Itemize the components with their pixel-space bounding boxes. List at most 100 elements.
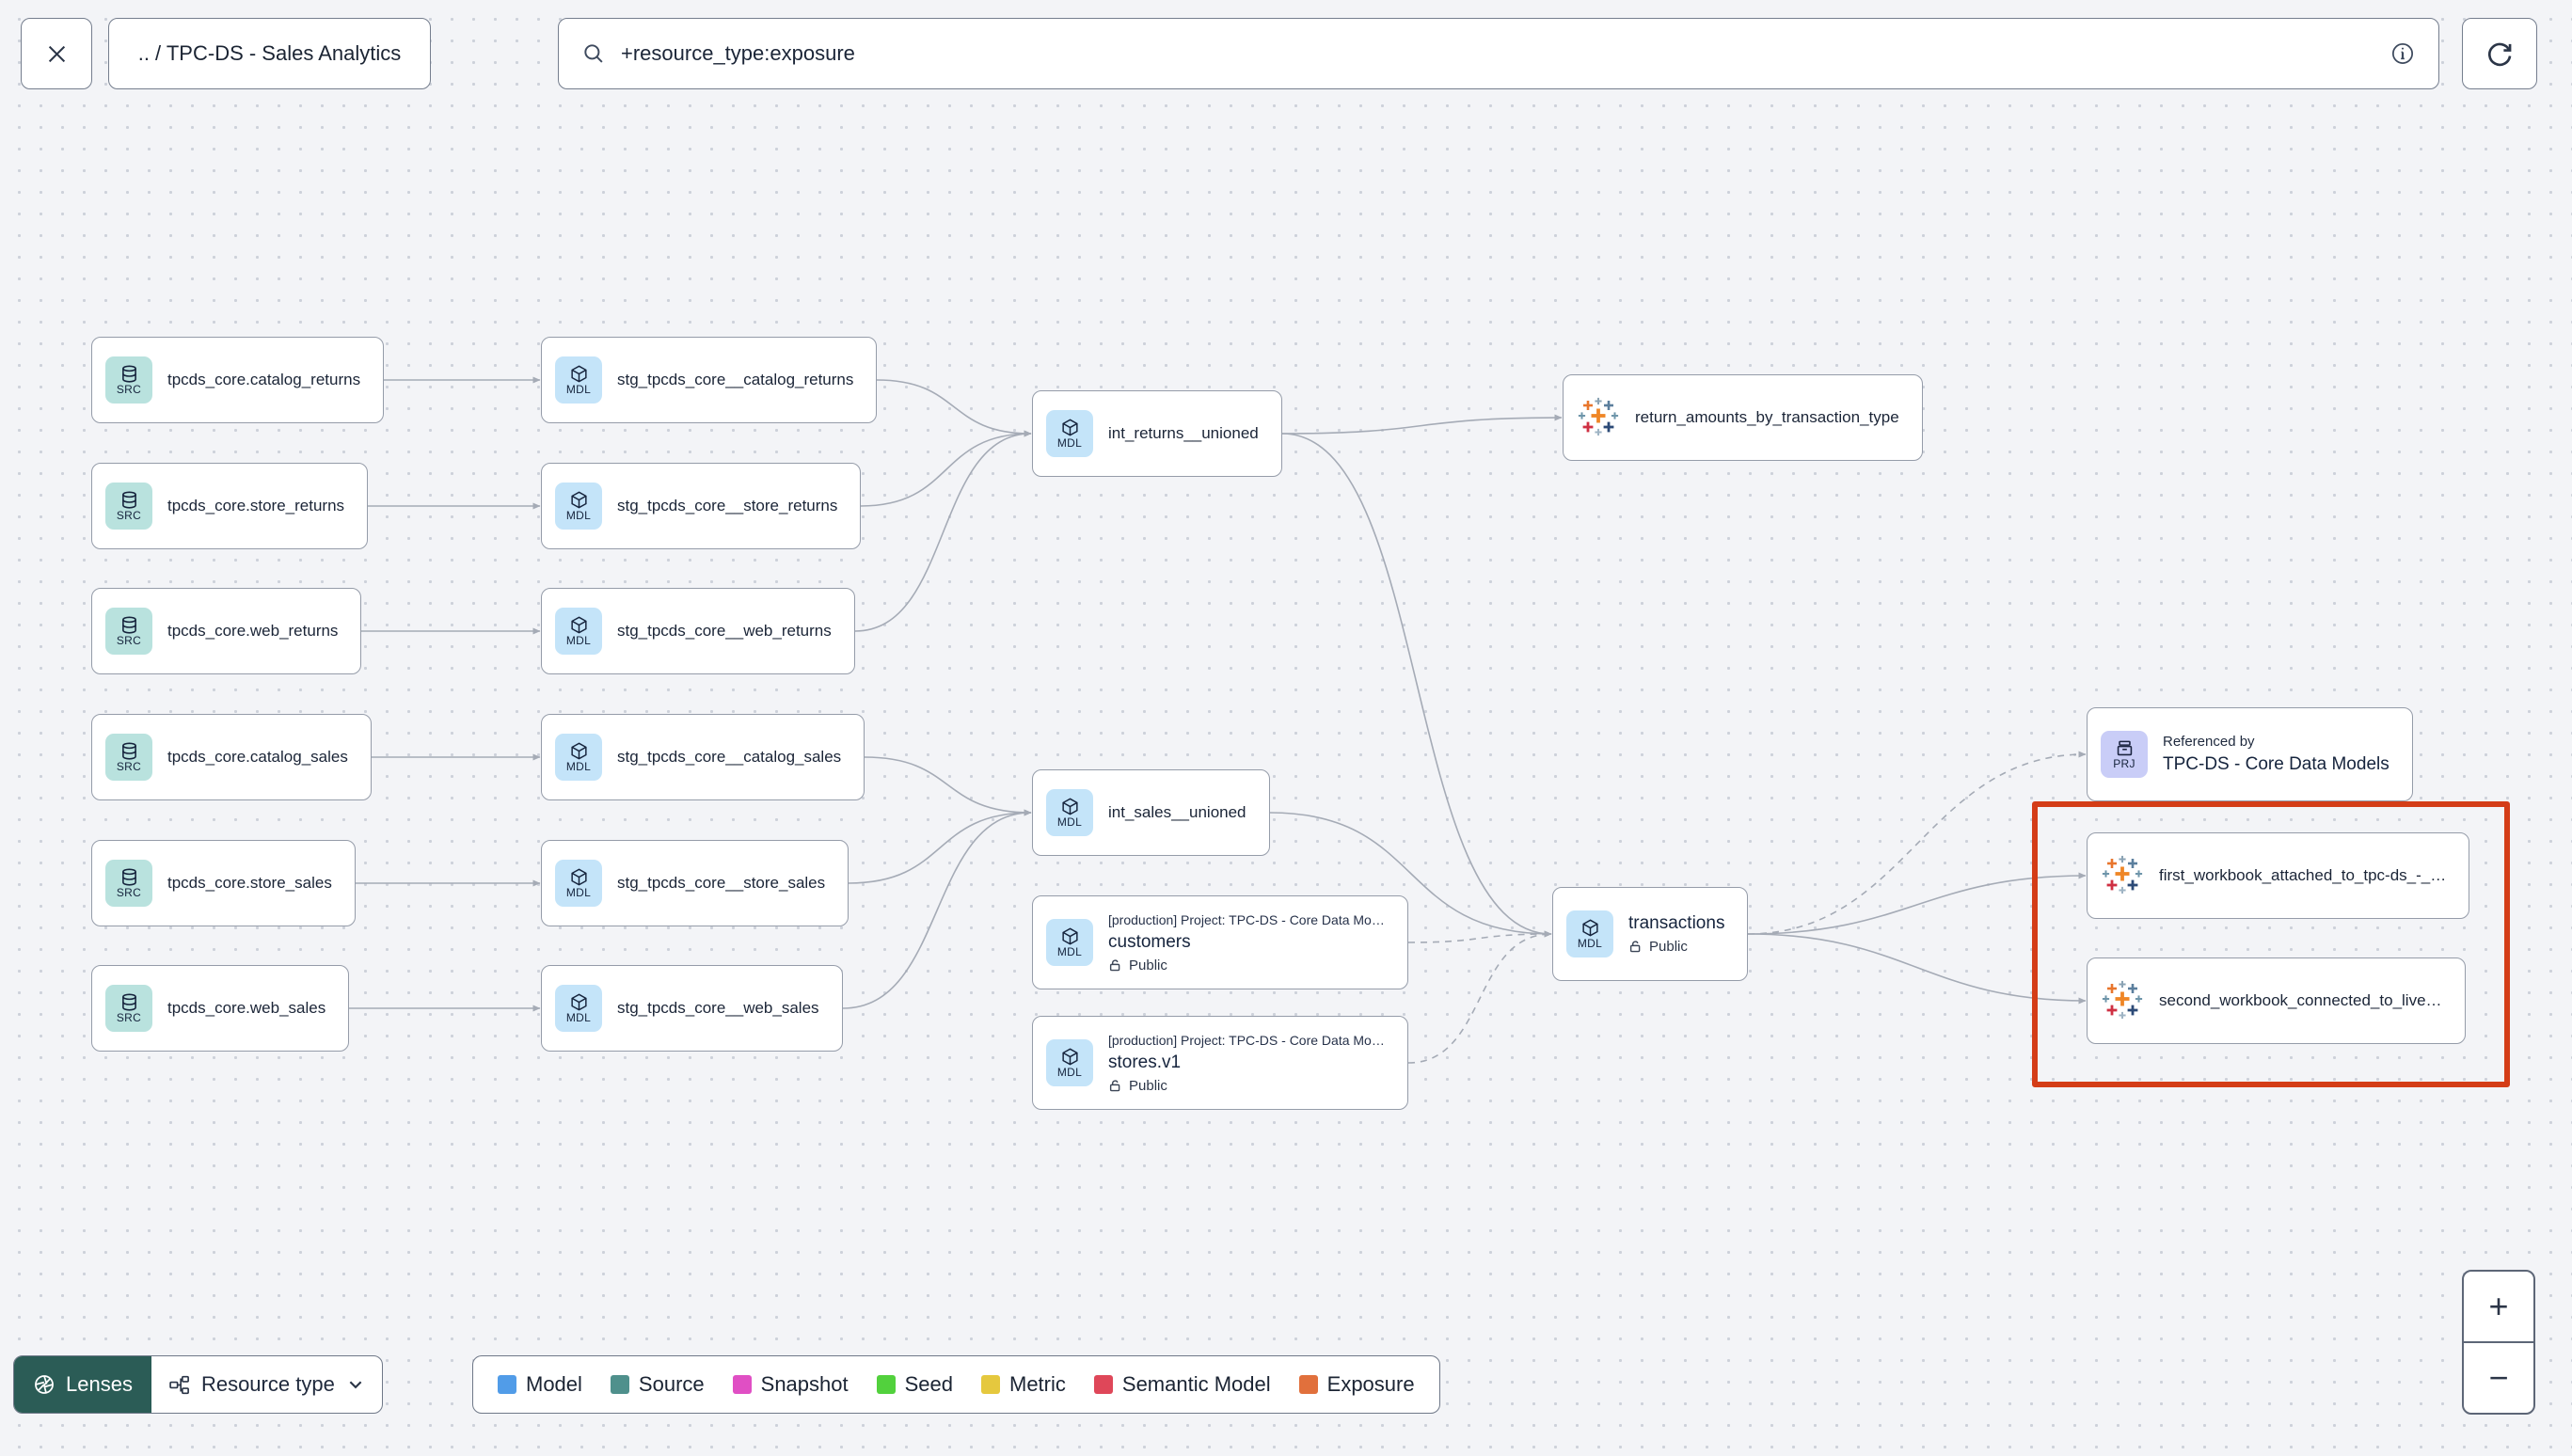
node-label: stg_tpcds_core__web_returns [617,622,832,640]
graph-node-stg_web_sales[interactable]: MDL stg_tpcds_core__web_sales [541,965,843,1052]
refresh-button[interactable] [2462,18,2537,89]
graph-node-src_store_sales[interactable]: SRC tpcds_core.store_sales [91,840,356,926]
zoom-controls: + − [2462,1270,2535,1415]
lock-open-icon [1108,1079,1122,1093]
graph-node-src_catalog_returns[interactable]: SRC tpcds_core.catalog_returns [91,337,385,423]
node-project-meta: [production] Project: TPC-DS - Core Data… [1108,911,1385,927]
zoom-out-button[interactable]: − [2464,1341,2533,1413]
graph-node-stg_catalog_returns[interactable]: MDL stg_tpcds_core__catalog_returns [541,337,878,423]
node-label: first_workbook_attached_to_tpc-ds_-_… [2159,866,2447,884]
graph-node-int_sales[interactable]: MDL int_sales__unioned [1032,769,1270,856]
node-label: tpcds_core.catalog_sales [167,748,348,766]
resource-type-icon [168,1374,190,1396]
node-access: Public [1108,1078,1385,1094]
legend-item-snapshot: Snapshot [732,1372,849,1397]
graph-node-customers[interactable]: MDL[production] Project: TPC-DS - Core D… [1032,895,1408,989]
node-access: Public [1108,957,1385,973]
node-label: stg_tpcds_core__web_sales [617,999,819,1017]
access-label: Public [1129,957,1167,973]
graph-node-referenced_by[interactable]: PRJ Referenced by TPC-DS - Core Data Model… [2087,707,2413,801]
database-icon: SRC [105,483,152,530]
node-label: stg_tpcds_core__store_sales [617,874,826,892]
node-label: int_returns__unioned [1108,424,1259,442]
archive-icon: PRJ [2101,731,2148,778]
node-label: int_sales__unioned [1108,803,1246,821]
node-label: stg_tpcds_core__store_returns [617,497,838,514]
legend-label: Seed [904,1372,953,1396]
legend-item-seed: Seed [876,1372,953,1397]
node-label: tpcds_core.store_returns [167,497,345,514]
search-icon [581,41,606,66]
legend-item-metric: Metric [981,1372,1066,1397]
node-label: return_amounts_by_transaction_type [1635,408,1899,426]
database-icon: SRC [105,985,152,1032]
access-label: Public [1649,939,1688,955]
info-icon[interactable] [2389,40,2416,67]
node-access: Public [1628,939,1724,955]
lenses-button[interactable]: Lenses [14,1356,151,1413]
graph-node-first_workbook[interactable]: first_workbook_attached_to_tpc-ds_-_… [2087,832,2470,919]
breadcrumb[interactable]: .. / TPC-DS - Sales Analytics [108,18,431,89]
cube-icon: MDL [555,483,602,530]
cube-icon: MDL [555,356,602,404]
node-project-meta: [production] Project: TPC-DS - Core Data… [1108,1032,1385,1048]
legend-swatch [981,1375,1000,1394]
cube-icon: MDL [1566,910,1613,957]
database-icon: SRC [105,608,152,655]
database-icon: SRC [105,734,152,781]
node-label: TPC-DS - Core Data Models [2163,754,2389,774]
legend-label: Exposure [1326,1372,1415,1396]
close-icon [44,41,70,67]
cube-icon: MDL [555,985,602,1032]
legend-item-semantic-model: Semantic Model [1093,1372,1271,1397]
node-label: tpcds_core.catalog_returns [167,371,361,388]
resource-type-legend: Model Source Snapshot Seed Metric Semantic Mo… [472,1355,1440,1414]
refresh-icon [2485,39,2515,69]
legend-swatch [498,1375,516,1394]
access-label: Public [1129,1077,1167,1094]
node-label: second_workbook_connected_to_live… [2159,991,2442,1009]
breadcrumb-label: .. / TPC-DS - Sales Analytics [137,41,402,65]
legend-label: Model [526,1372,582,1396]
graph-node-return_amounts[interactable]: return_amounts_by_transaction_type [1563,374,1923,461]
node-label: stg_tpcds_core__catalog_returns [617,371,854,388]
node-project-meta: Referenced by [2163,734,2255,750]
cube-icon: MDL [555,608,602,655]
database-icon: SRC [105,860,152,907]
tableau-icon [2101,979,2144,1022]
legend-item-model: Model [498,1372,582,1397]
cube-icon: MDL [1046,789,1093,836]
legend-swatch [876,1375,896,1394]
graph-node-stg_web_returns[interactable]: MDL stg_tpcds_core__web_returns [541,588,855,674]
tableau-icon [1577,396,1620,439]
graph-node-stg_store_returns[interactable]: MDL stg_tpcds_core__store_returns [541,463,862,549]
graph-node-src_catalog_sales[interactable]: SRC tpcds_core.catalog_sales [91,714,372,800]
legend-label: Source [638,1372,705,1396]
cube-icon: MDL [1046,1039,1093,1086]
lenses-icon [33,1373,56,1396]
resource-type-button[interactable]: Resource type [151,1356,382,1413]
graph-node-stores[interactable]: MDL [production] Project: TPC-DS - Core D… [1032,1016,1408,1110]
legend-swatch [1093,1375,1113,1394]
legend-swatch [1298,1375,1318,1394]
database-icon: SRC [105,356,152,404]
search-bar [558,18,2439,89]
node-label: stg_tpcds_core__catalog_sales [617,748,842,766]
node-label: customers [1108,931,1191,952]
search-input[interactable] [621,41,2374,66]
node-label: transactions [1628,913,1725,933]
graph-node-src_store_returns[interactable]: SRC tpcds_core.store_returns [91,463,369,549]
legend-label: Semantic Model [1121,1372,1271,1396]
graph-node-src_web_sales[interactable]: SRC tpcds_core.web_sales [91,965,350,1052]
close-button[interactable] [21,18,92,89]
node-label: tpcds_core.store_sales [167,874,332,892]
graph-node-second_workbook[interactable]: second_workbook_connected_to_live… [2087,957,2466,1044]
node-label: tpcds_core.web_sales [167,999,326,1017]
zoom-in-button[interactable]: + [2464,1272,2533,1341]
